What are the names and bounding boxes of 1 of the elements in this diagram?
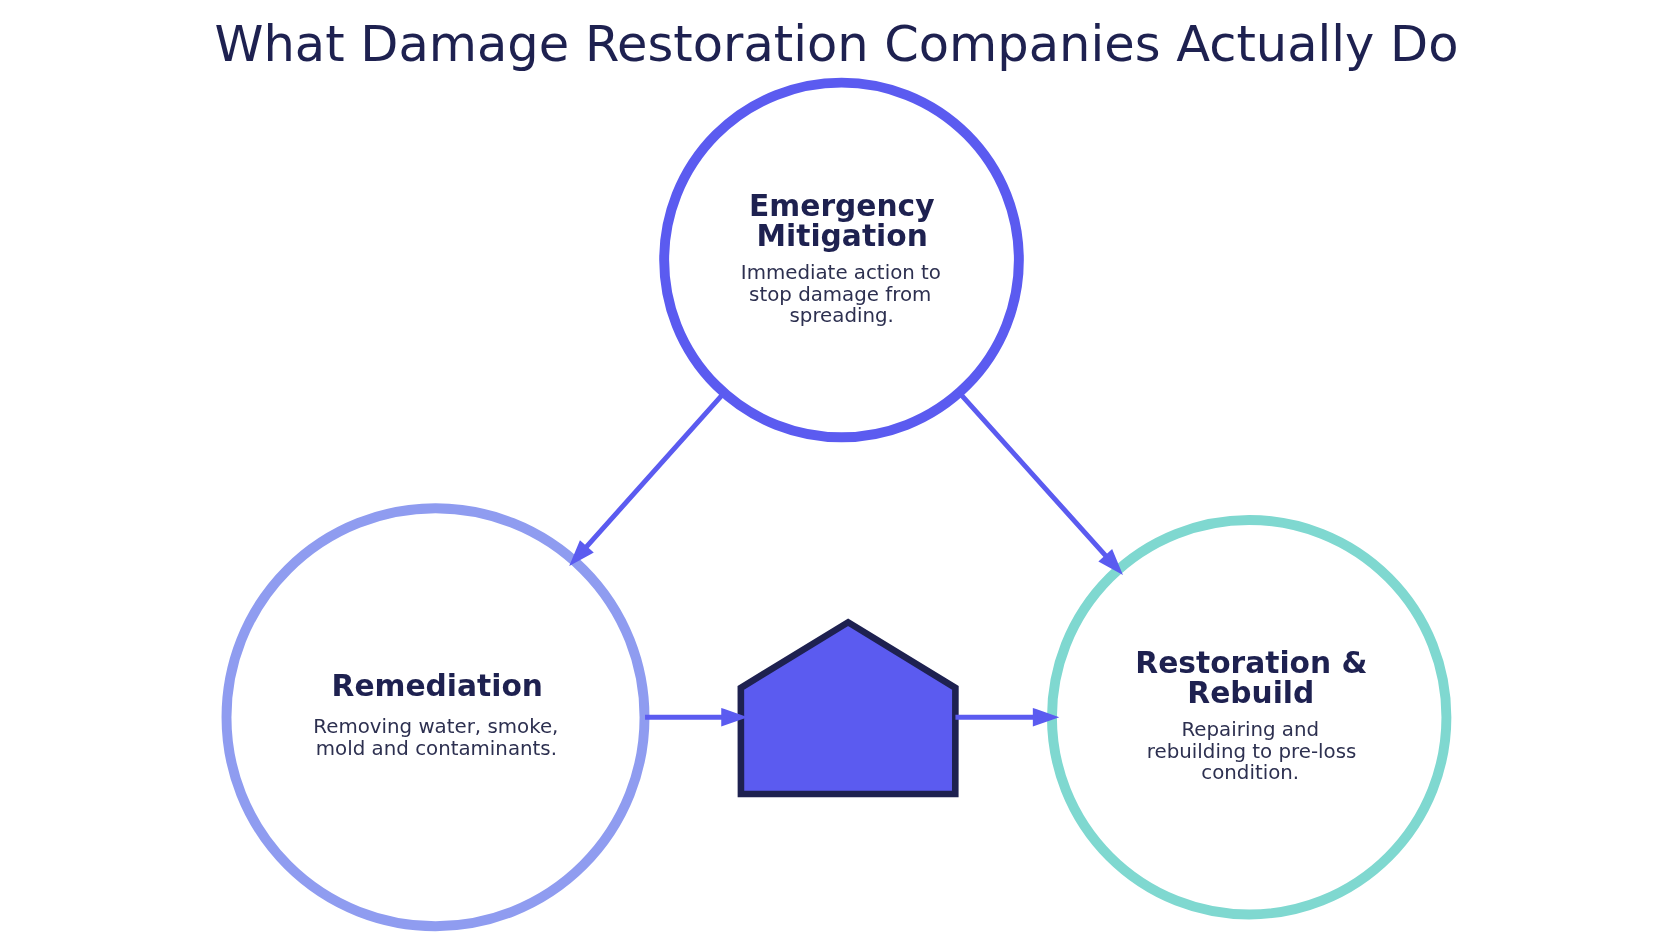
diagram-title: What Damage Restoration Companies Actually Do <box>214 15 1458 74</box>
